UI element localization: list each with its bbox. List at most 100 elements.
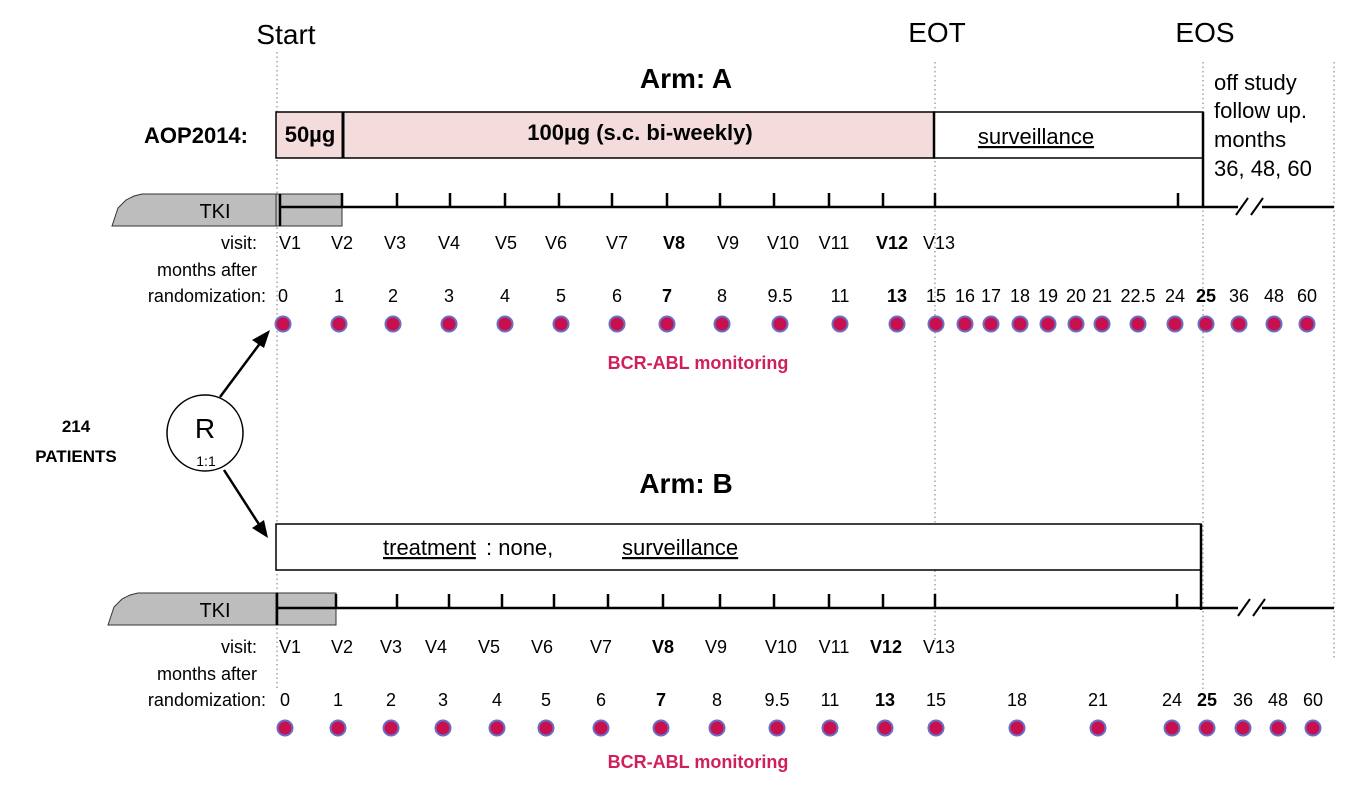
arm-a-month-5: 4	[500, 286, 510, 306]
arrow-head-arm-a	[252, 330, 270, 348]
arrow-head-arm-b	[252, 520, 268, 538]
arm-b-tki-label: TKI	[199, 600, 230, 622]
arm-b-month-16: 24	[1162, 690, 1182, 710]
arm-b-break-mark-1	[1237, 598, 1251, 617]
arm-b-monitoring-dot-16	[1163, 719, 1181, 737]
arm-a-tki-shape	[111, 193, 277, 227]
arm-b-tki-shape	[107, 592, 277, 626]
arm-b-month-1: 0	[280, 690, 290, 710]
arm-a-month-8: 7	[662, 286, 672, 306]
arm-b-month-2: 1	[333, 690, 343, 710]
arm-a-monitoring-dot-18	[1067, 315, 1085, 333]
arm-b-month-17: 25	[1197, 690, 1217, 710]
arm-a-visit-8: V8	[663, 233, 685, 253]
arm-b-monitoring-dot-18	[1234, 719, 1252, 737]
arm-a-monitoring-dot-5	[496, 315, 514, 333]
arm-b-break-mark-2	[1252, 598, 1266, 617]
arm-a-monitoring-dot-10	[771, 315, 789, 333]
arm-a-visit-label: visit:	[221, 233, 257, 253]
arm-a-monitoring-dot-20	[1129, 315, 1147, 333]
arm-a-monitoring-dot-14	[956, 315, 974, 333]
arm-a-monitoring-dot-15	[982, 315, 1000, 333]
arm-a-visit-4: V4	[438, 233, 460, 253]
patients-count: 214	[62, 417, 91, 436]
arm-b-treatment-word: treatment	[383, 535, 476, 560]
arm-b-month-6: 5	[541, 690, 551, 710]
arm-a-monitoring-dot-13	[927, 315, 945, 333]
arm-a-break-mark-1	[1235, 197, 1249, 216]
arm-a-month-3: 2	[388, 286, 398, 306]
arm-b-month-13: 15	[926, 690, 946, 710]
eot-label: EOT	[908, 17, 966, 48]
arm-a-drug-label: AOP2014:	[144, 123, 248, 148]
arm-b-monitoring-dot-15	[1089, 719, 1107, 737]
arm-b-visit-5: V5	[478, 637, 500, 657]
arm-b-surveillance: surveillance	[622, 535, 738, 560]
arm-a-monitoring-dot-11	[831, 315, 849, 333]
arm-b-visit-7: V7	[590, 637, 612, 657]
arm-b-monitoring-dot-11	[821, 719, 839, 737]
arm-a-months-label-2: randomization:	[148, 286, 266, 306]
arm-b-monitoring-dot-2	[329, 719, 347, 737]
arm-b-monitoring-dot-4	[434, 719, 452, 737]
arm-a-month-24: 48	[1264, 286, 1284, 306]
arm-a-month-25: 60	[1297, 286, 1317, 306]
off-study-line-1: off study	[1214, 70, 1297, 95]
arm-a-month-20: 22.5	[1120, 286, 1155, 306]
arm-a-month-2: 1	[334, 286, 344, 306]
arm-b-monitoring-dot-3	[382, 719, 400, 737]
arm-a-surveillance: surveillance	[978, 124, 1094, 149]
arm-a-monitoring-dot-7	[608, 315, 626, 333]
arm-b-visit-10: V10	[765, 637, 797, 657]
arm-b-monitoring-dot-12	[876, 719, 894, 737]
arm-b-monitoring-dot-1	[276, 719, 294, 737]
arm-a-visit-1: V1	[279, 233, 301, 253]
arm-b-month-14: 18	[1007, 690, 1027, 710]
arm-a-monitoring-dot-4	[440, 315, 458, 333]
arm-a-month-1: 0	[278, 286, 288, 306]
arm-a-month-11: 11	[831, 286, 850, 306]
arm-a-visit-6: V6	[545, 233, 567, 253]
arm-a-month-23: 36	[1229, 286, 1249, 306]
arm-b-months-label-2: randomization:	[148, 690, 266, 710]
arm-a-monitoring-dot-8	[658, 315, 676, 333]
arm-a-month-16: 18	[1010, 286, 1030, 306]
arm-a-month-10: 9.5	[767, 286, 792, 306]
arm-a-monitoring-dot-24	[1265, 315, 1283, 333]
arm-a-monitoring-dot-22	[1197, 315, 1215, 333]
off-study-note: off study follow up. months 36, 48, 60	[1214, 70, 1312, 181]
arm-b-month-3: 2	[386, 690, 396, 710]
arm-b-month-18: 36	[1233, 690, 1253, 710]
arm-b-visit-9: V9	[705, 637, 727, 657]
randomization-ratio: 1:1	[196, 453, 216, 469]
eos-label: EOS	[1175, 17, 1234, 48]
arm-b-visit-4: V4	[425, 637, 447, 657]
arm-b-monitoring-dot-17	[1198, 719, 1216, 737]
arm-b-visit-12: V12	[870, 637, 902, 657]
arm-b-monitoring-dot-14	[1008, 719, 1026, 737]
patients-label: PATIENTS	[35, 447, 117, 466]
arm-a-month-18: 20	[1066, 286, 1086, 306]
arm-a-month-9: 8	[717, 286, 727, 306]
arm-a-monitoring-dot-12	[888, 315, 906, 333]
arm-a-monitoring-dot-6	[552, 315, 570, 333]
arm-a-break-mark-2	[1250, 197, 1264, 216]
arm-b-month-5: 4	[492, 690, 502, 710]
arm-b-month-12: 13	[875, 690, 895, 710]
arm-b-monitoring-dot-10	[768, 719, 786, 737]
arm-a-monitoring-dot-17	[1039, 315, 1057, 333]
arm-b-timeline: TKI	[107, 592, 1334, 626]
arm-a-monitoring-label: BCR-ABL monitoring	[608, 353, 789, 373]
arm-b-visit-13: V13	[923, 637, 955, 657]
arm-b-month-7: 6	[596, 690, 606, 710]
arm-a-title: Arm: A	[640, 63, 732, 94]
arm-b-visit-11: V11	[819, 637, 850, 657]
arm-a-visit-2: V2	[331, 233, 353, 253]
arm-b-monitoring-dot-8	[652, 719, 670, 737]
arm-a-visit-9: V9	[717, 233, 739, 253]
arm-a-visit-5: V5	[495, 233, 517, 253]
arm-b-visit-3: V3	[380, 637, 402, 657]
start-label: Start	[256, 19, 315, 50]
arm-a-month-13: 15	[926, 286, 946, 306]
